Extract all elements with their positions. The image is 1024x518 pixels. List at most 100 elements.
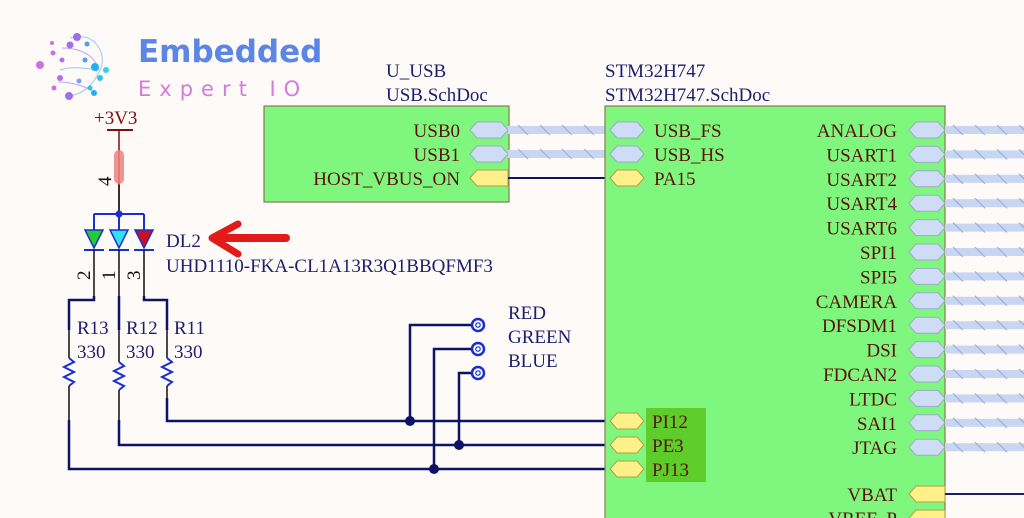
resistor-r11[interactable]: R11 330 — [159, 318, 205, 398]
usb-buses — [508, 124, 617, 179]
sheet-entry-dsi[interactable] — [908, 341, 946, 359]
bus-hatch — [996, 441, 1008, 453]
bus-hatch — [974, 222, 986, 234]
led-nets — [67, 323, 610, 471]
sheet-entry-spi5[interactable] — [908, 267, 946, 285]
bus-hatch — [1018, 392, 1024, 400]
rgb-led-dl2[interactable]: 2 1 3 DL2 UHD1110-FKA-CL1A13R3Q1BBQFMF3 — [74, 210, 493, 297]
testpoint-red[interactable] — [470, 317, 486, 333]
bus-line — [945, 272, 1024, 281]
bus-hatch — [996, 148, 1008, 160]
resistor-value: 330 — [77, 342, 106, 363]
bus-line — [945, 296, 1024, 305]
mcu-sheet-name: STM32H747 — [605, 61, 705, 82]
junction-dot — [405, 416, 415, 426]
bus-line — [945, 199, 1024, 208]
bus-hatch — [561, 148, 573, 160]
resistor-value: 330 — [126, 342, 155, 363]
usb-sheet-file: USB.SchDoc — [386, 85, 488, 106]
led-pin-number: 3 — [124, 271, 145, 281]
sheet-entry-sai1[interactable] — [908, 414, 946, 432]
usb-sheet-symbol[interactable]: U_USB USB.SchDoc USB0 USB1 HOST_VBUS_ON — [263, 61, 510, 203]
usb-port-label: USB0 — [414, 121, 460, 142]
logo-subtitle: Expert IO — [138, 77, 308, 101]
bus-hatch — [952, 124, 964, 136]
testpoint-blue[interactable] — [470, 365, 486, 381]
sheet-entry-usart4[interactable] — [908, 194, 946, 212]
bus-hatch — [996, 295, 1008, 307]
sheet-entry-pi12[interactable] — [609, 412, 645, 430]
sheet-entry-host-vbus-on[interactable] — [469, 169, 509, 187]
sheet-entry-dfsdm1[interactable] — [908, 316, 946, 334]
bus-hatch — [1018, 319, 1024, 327]
sheet-entry-usb1[interactable] — [469, 145, 509, 163]
bus-hatch — [996, 392, 1008, 404]
bus-line — [945, 223, 1024, 232]
bus-hatch — [974, 173, 986, 185]
bus-hatch — [583, 124, 595, 136]
sheet-entry-usb-hs[interactable] — [609, 145, 645, 163]
sheet-entry-usb0[interactable] — [469, 121, 509, 139]
mcu-sheet-symbol[interactable]: STM32H747 STM32H747.SchDoc USB_FS USB_HS… — [604, 61, 1024, 518]
bus-line — [945, 370, 1024, 378]
bus-hatch — [517, 124, 529, 136]
bus-hatch — [974, 392, 986, 404]
sheet-entry-ltdc[interactable] — [908, 389, 946, 407]
net-green-testpoint — [432, 347, 473, 469]
power-label: +3V3 — [94, 108, 137, 129]
resistor-designator: R11 — [174, 318, 205, 339]
bus-hatch — [1018, 222, 1024, 229]
bus-hatch — [583, 148, 595, 160]
mcu-port-label: VBAT — [847, 485, 897, 506]
bus-hatch — [1018, 173, 1024, 180]
bus-hatch — [952, 197, 964, 209]
bus-hatch — [996, 417, 1008, 429]
bus-hatch — [952, 368, 964, 380]
usb-port-label: HOST_VBUS_ON — [313, 169, 460, 190]
mcu-sheet-file: STM32H747.SchDoc — [605, 85, 770, 106]
sheet-entry-usb-fs[interactable] — [609, 121, 645, 139]
led-pin-number: 2 — [74, 271, 95, 281]
mcu-port-label: USB_HS — [654, 145, 725, 166]
resistor-r12[interactable]: R12 330 — [111, 318, 158, 420]
bus-hatch — [952, 344, 964, 356]
bus-hatch — [996, 368, 1008, 380]
mcu-port-label: SPI1 — [860, 243, 897, 264]
sheet-entry-pa15[interactable] — [609, 169, 645, 187]
bus-hatch — [974, 270, 986, 282]
bus-line — [945, 418, 1024, 427]
resistor-designator: R13 — [77, 318, 109, 339]
bus-hatch — [996, 344, 1008, 356]
bus-hatch — [974, 319, 986, 331]
net-red-testpoint — [408, 323, 473, 421]
mcu-port-label: CAMERA — [816, 292, 898, 313]
sheet-entry-fdcan2[interactable] — [908, 365, 946, 383]
bus-hatch — [952, 417, 964, 429]
sheet-entry-usart2[interactable] — [908, 170, 946, 188]
sheet-entry-pj13[interactable] — [609, 460, 645, 478]
sheet-entry-vref_p[interactable] — [908, 509, 946, 518]
sheet-entry-camera[interactable] — [908, 292, 946, 310]
usb-port-label: USB1 — [414, 145, 460, 166]
bus-hatch — [1018, 197, 1024, 205]
mcu-port-label: USART2 — [826, 170, 897, 191]
sheet-entry-analog[interactable] — [908, 121, 946, 139]
sheet-entry-usart1[interactable] — [908, 145, 946, 163]
bus-hatch — [996, 246, 1008, 258]
sheet-entry-spi1[interactable] — [908, 243, 946, 261]
sheet-entry-pe3[interactable] — [609, 436, 645, 454]
sheet-entry-usart6[interactable] — [908, 219, 946, 237]
resistor-r13[interactable]: R13 330 — [61, 318, 109, 420]
mcu-port-label: USART4 — [826, 194, 897, 215]
sheet-entry-vbat[interactable] — [908, 485, 946, 503]
logo-title: Embedded — [138, 34, 322, 70]
testpoint-green[interactable] — [470, 341, 486, 357]
testpoint-label: RED — [508, 303, 546, 324]
mcu-port-label: FDCAN2 — [823, 365, 897, 386]
bus-hatch — [996, 222, 1008, 234]
selection-highlight — [646, 408, 706, 482]
bus-hatch — [974, 124, 986, 136]
mcu-port-label: USART1 — [826, 145, 897, 166]
bus-hatch — [1018, 246, 1024, 253]
sheet-entry-jtag[interactable] — [908, 438, 946, 456]
